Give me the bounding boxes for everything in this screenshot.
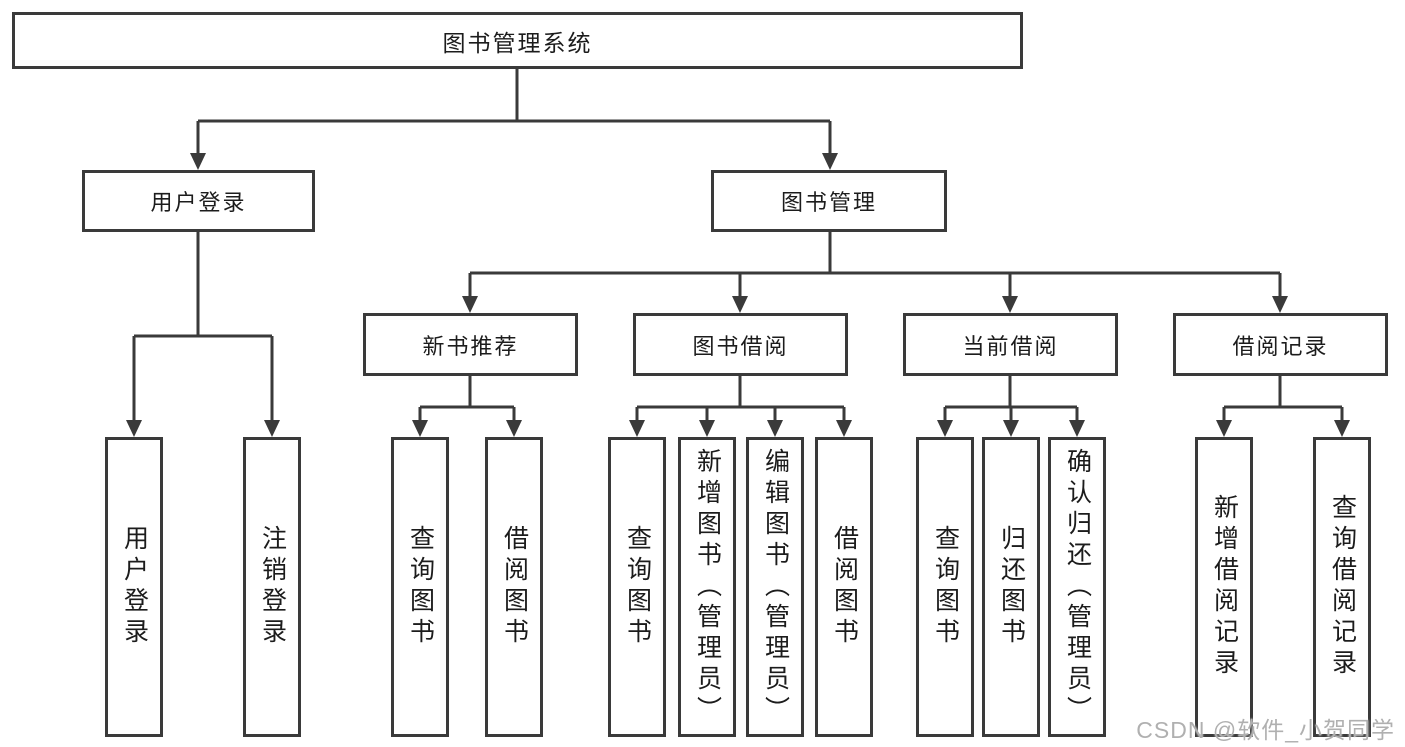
leaf-user-login: 用户登录 bbox=[105, 437, 163, 737]
leaf-borrow-books: 借阅图书 bbox=[815, 437, 873, 737]
arrow-heads bbox=[629, 420, 852, 437]
node-user-login: 用户登录 bbox=[82, 170, 315, 232]
leaf-edit-book-admin-label: 编辑图书（管理员） bbox=[761, 447, 790, 727]
leaf-confirm-return-admin-label: 确认归还（管理员） bbox=[1063, 447, 1092, 727]
leaf-logout-label: 注销登录 bbox=[258, 525, 287, 649]
leaf-add-book-admin-label: 新增图书（管理员） bbox=[693, 447, 722, 727]
connector-current-borrow-to-children bbox=[937, 376, 1085, 437]
leaf-query-borrow-record-label: 查询借阅记录 bbox=[1328, 494, 1357, 680]
connector-path bbox=[418, 376, 516, 423]
node-borrow-records: 借阅记录 bbox=[1173, 313, 1388, 376]
csdn-watermark: CSDN @软件_小贺同学 bbox=[1136, 717, 1395, 743]
leaf-return-books: 归还图书 bbox=[982, 437, 1040, 737]
leaf-confirm-return-admin: 确认归还（管理员） bbox=[1048, 437, 1106, 737]
arrow-heads bbox=[412, 420, 522, 437]
connector-book-management-to-sections bbox=[462, 232, 1288, 313]
leaf-query-books-recommend-label: 查询图书 bbox=[406, 525, 435, 649]
leaf-query-books-recommend: 查询图书 bbox=[391, 437, 449, 737]
connector-path bbox=[132, 232, 274, 423]
connector-path bbox=[1222, 376, 1344, 423]
leaf-query-books-borrow-label: 查询图书 bbox=[623, 525, 652, 649]
connector-book-borrow-to-children bbox=[629, 376, 852, 437]
leaf-borrow-books-recommend-label: 借阅图书 bbox=[500, 525, 529, 649]
node-current-borrow: 当前借阅 bbox=[903, 313, 1118, 376]
leaf-query-books-current: 查询图书 bbox=[916, 437, 974, 737]
node-book-management: 图书管理 bbox=[711, 170, 947, 232]
arrow-heads bbox=[190, 153, 838, 170]
arrow-heads bbox=[1216, 420, 1350, 437]
leaf-add-book-admin: 新增图书（管理员） bbox=[678, 437, 736, 737]
leaf-add-borrow-record-label: 新增借阅记录 bbox=[1210, 494, 1239, 680]
connector-path bbox=[196, 69, 832, 156]
leaf-logout: 注销登录 bbox=[243, 437, 301, 737]
connector-path bbox=[468, 232, 1282, 299]
node-new-book-recommend: 新书推荐 bbox=[363, 313, 578, 376]
leaf-return-books-label: 归还图书 bbox=[997, 525, 1026, 649]
leaf-user-login-label: 用户登录 bbox=[120, 525, 149, 649]
leaf-query-books-current-label: 查询图书 bbox=[931, 525, 960, 649]
connector-root-to-level2 bbox=[190, 69, 838, 170]
leaf-query-books-borrow: 查询图书 bbox=[608, 437, 666, 737]
arrow-heads bbox=[462, 296, 1288, 313]
connector-path bbox=[635, 376, 846, 423]
leaf-query-borrow-record: 查询借阅记录 bbox=[1313, 437, 1371, 737]
node-root: 图书管理系统 bbox=[12, 12, 1023, 69]
connector-user-login-to-children bbox=[126, 232, 280, 437]
leaf-borrow-books-recommend: 借阅图书 bbox=[485, 437, 543, 737]
arrow-heads bbox=[126, 420, 280, 437]
leaf-edit-book-admin: 编辑图书（管理员） bbox=[746, 437, 804, 737]
leaf-borrow-books-label: 借阅图书 bbox=[830, 525, 859, 649]
connector-path bbox=[943, 376, 1079, 423]
leaf-add-borrow-record: 新增借阅记录 bbox=[1195, 437, 1253, 737]
connector-new-book-to-children bbox=[412, 376, 522, 437]
node-book-borrow: 图书借阅 bbox=[633, 313, 848, 376]
arrow-heads bbox=[937, 420, 1085, 437]
connector-borrow-record-to-children bbox=[1216, 376, 1350, 437]
